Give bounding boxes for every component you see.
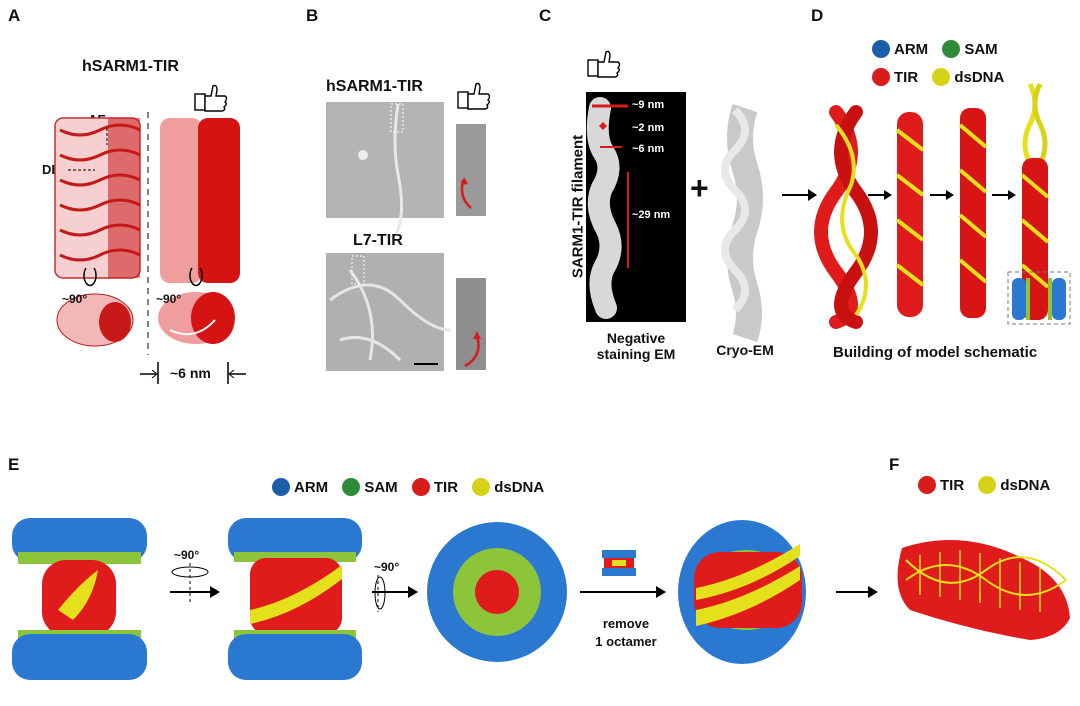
octamer-small <box>602 550 636 576</box>
negative-stain-caption: Negative staining EM <box>596 330 676 362</box>
rotation-label-2: ~90° <box>156 292 182 306</box>
complex-side-view <box>12 518 147 680</box>
width-label: ~6 nm <box>170 365 211 381</box>
thumbs-up-icon <box>457 82 491 110</box>
measure-6nm: ~6 nm <box>632 143 665 155</box>
thumbs-up-icon <box>587 50 621 78</box>
legend-item-tir: TIR <box>872 68 918 86</box>
panel-label-e: E <box>8 455 20 474</box>
legend-item-dsdna: dsDNA <box>978 476 1050 494</box>
panel-b-title-2: L7-TIR <box>353 232 403 249</box>
panel-b-title-1: hSARM1-TIR <box>326 78 423 95</box>
cryo-em-caption: Cryo-EM <box>716 342 774 358</box>
surface-structure <box>160 118 240 283</box>
complex-top-view <box>427 522 567 662</box>
legend-item-arm: ARM <box>272 478 328 496</box>
legend-f: TIR dsDNA <box>918 476 1060 498</box>
legend-item-dsdna: dsDNA <box>472 478 544 496</box>
panel-label-a: A <box>8 6 21 25</box>
legend-d: ARM SAM TIR dsDNA <box>872 40 1052 90</box>
measure-9nm: ~9 nm <box>632 99 665 111</box>
panel-label-c: C <box>539 6 552 25</box>
rotation-label-1: ~90° <box>62 292 88 306</box>
em-zoom-1 <box>456 124 486 216</box>
legend-e: ARM SAM TIR dsDNA <box>272 478 554 500</box>
legend-item-tir: TIR <box>918 476 964 494</box>
panel-label-b: B <box>306 6 319 25</box>
legend-item-tir: TIR <box>411 478 458 496</box>
rotation-label-e2: ~90° <box>374 560 400 574</box>
measure-2nm: ~2 nm <box>632 122 665 134</box>
panel-a-title: hSARM1-TIR <box>82 58 179 75</box>
plus-sign: + <box>690 170 709 206</box>
tir-dna-complex <box>897 540 1070 640</box>
ribbon-structure <box>54 117 141 279</box>
thumbs-up-icon <box>194 84 228 112</box>
remove-label: remove <box>602 616 650 631</box>
legend-item-dsdna: dsDNA <box>932 68 1004 86</box>
octamer-label: 1 octamer <box>595 634 657 649</box>
panel-label-d: D <box>811 6 824 25</box>
complex-octamer-removed <box>678 520 806 664</box>
em-image-2 <box>326 253 444 371</box>
em-image-1 <box>326 102 444 218</box>
complex-rotated-view <box>228 518 362 680</box>
legend-item-arm: ARM <box>872 40 928 58</box>
em-zoom-2 <box>456 278 486 370</box>
panel-label-f: F <box>889 455 900 474</box>
legend-item-sam: SAM <box>942 40 998 58</box>
helix-schematic <box>814 105 878 329</box>
measure-29nm: ~29 nm <box>632 209 671 221</box>
legend-item-sam: SAM <box>342 478 398 496</box>
rotation-label-e1: ~90° <box>174 548 200 562</box>
panel-d-caption: Building of model schematic <box>833 344 1038 361</box>
